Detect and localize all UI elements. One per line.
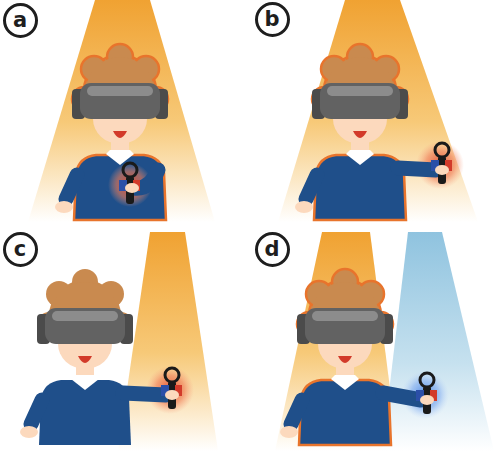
- panel-letter-circle: d: [255, 232, 290, 267]
- panel-letter: d: [264, 239, 279, 260]
- panel-letter-circle: c: [3, 232, 38, 267]
- panel-letter-circle: b: [255, 2, 290, 37]
- panel-letter: a: [13, 10, 27, 31]
- panel-letter: b: [264, 9, 279, 30]
- panel-letter-circle: a: [3, 3, 38, 38]
- panel-letter: c: [14, 239, 26, 260]
